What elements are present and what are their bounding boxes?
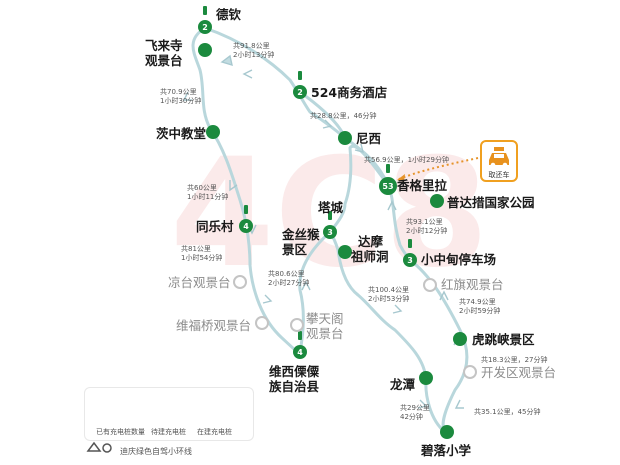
label-tiaoxia: 虎跳峡景区 bbox=[472, 332, 535, 347]
dist-1-km: 共91.8公里 bbox=[233, 42, 270, 50]
label-panbinge-2: 观景台 bbox=[306, 326, 344, 341]
taxi-icon bbox=[489, 147, 509, 168]
station-feilaisi bbox=[198, 43, 212, 57]
label-weixi-2: 族自治县 bbox=[269, 379, 320, 394]
label-cizhong: 茨中教堂 bbox=[156, 126, 207, 141]
station-weixi bbox=[293, 345, 307, 359]
dist-2-time: 1小时30分钟 bbox=[160, 97, 202, 105]
dist-10-km: 共74.9公里 bbox=[459, 298, 496, 306]
label-jinsihou-2: 景区 bbox=[282, 242, 308, 257]
dist-3: 共28.8公里，46分钟 bbox=[310, 112, 377, 120]
station-kaifaqu bbox=[463, 365, 477, 379]
dist-8-time: 2小时27分钟 bbox=[268, 279, 310, 287]
plug-icons bbox=[203, 6, 412, 340]
pickup-box bbox=[480, 140, 518, 182]
station-tiaoxia bbox=[453, 332, 467, 346]
badge-deqin: 2 bbox=[202, 23, 208, 32]
dist-12-time: 42分钟 bbox=[400, 413, 423, 421]
station-shangrila bbox=[379, 177, 397, 195]
station-xiaozhongdian bbox=[403, 253, 417, 267]
label-liangtai: 凉台观景台 bbox=[168, 275, 231, 290]
dist-9-km: 共100.4公里 bbox=[368, 286, 410, 294]
label-shangrila: 香格里拉 bbox=[397, 178, 448, 193]
label-kaifaqu: 开发区观景台 bbox=[481, 365, 557, 380]
label-tonglecun: 同乐村 bbox=[196, 219, 234, 234]
dist-9-time: 2小时53分钟 bbox=[368, 295, 410, 303]
station-panbinge bbox=[290, 318, 304, 332]
station-hotel524 bbox=[293, 85, 307, 99]
dist-7-time: 1小时54分钟 bbox=[181, 254, 223, 262]
dist-12-km: 共29公里 bbox=[400, 404, 430, 412]
station-pudacuo bbox=[430, 194, 444, 208]
dist-6-km: 共93.1公里 bbox=[406, 218, 443, 226]
label-feilaisi-1: 飞来寺 bbox=[145, 38, 183, 53]
station-cizhong bbox=[206, 125, 220, 139]
badge-numbers: 2 2 53 4 3 3 4 bbox=[202, 23, 413, 357]
station-tacheng bbox=[323, 225, 337, 239]
brand-logo-icon bbox=[86, 441, 112, 453]
label-pudacuo: 普达措国家公园 bbox=[447, 195, 535, 210]
dist-1-time: 2小时13分钟 bbox=[233, 51, 275, 59]
dist-6-time: 2小时12分钟 bbox=[406, 227, 448, 235]
badge-tonglecun: 4 bbox=[243, 222, 249, 231]
station-deqin bbox=[198, 20, 212, 34]
pickup-label: 取还车 bbox=[488, 171, 510, 179]
label-hotel524: 524商务酒店 bbox=[311, 85, 388, 100]
badge-tacheng: 3 bbox=[327, 228, 333, 237]
dist-11: 共18.3公里，27分钟 bbox=[481, 356, 548, 364]
station-liangtai bbox=[233, 275, 247, 289]
badge-hotel524: 2 bbox=[297, 88, 303, 97]
label-weifuqiao: 维福桥观景台 bbox=[176, 318, 252, 333]
station-hongqi bbox=[423, 278, 437, 292]
badge-weixi: 4 bbox=[297, 348, 303, 357]
label-deqin: 德钦 bbox=[216, 7, 242, 22]
badge-xiaozhongdian: 3 bbox=[407, 256, 413, 265]
badge-shangrila: 53 bbox=[382, 182, 393, 191]
legend-has-charger: 已有充电桩数量 bbox=[96, 428, 145, 436]
legend-building: 在建充电桩 bbox=[197, 428, 232, 436]
station-biluo bbox=[440, 425, 454, 439]
pickup-arrow-head bbox=[397, 174, 405, 182]
station-nixi bbox=[338, 131, 352, 145]
label-damo-1: 达摩 bbox=[358, 234, 384, 249]
label-hongqi: 红旗观景台 bbox=[441, 277, 504, 292]
dist-5-km: 共60公里 bbox=[187, 184, 217, 192]
station-longtan bbox=[419, 371, 433, 385]
label-biluo: 碧落小学 bbox=[421, 443, 472, 458]
dist-2-km: 共70.9公里 bbox=[160, 88, 197, 96]
dist-8-km: 共80.6公里 bbox=[268, 270, 305, 278]
label-panbinge-1: 攀天阁 bbox=[306, 311, 344, 326]
station-damo bbox=[338, 245, 352, 259]
label-longtan: 龙潭 bbox=[390, 377, 416, 392]
brand-text: 迪庆绿色自驾小环线 bbox=[120, 447, 192, 456]
label-jinsihou-1: 金丝猴 bbox=[282, 227, 320, 242]
legend-planned: 待建充电桩 bbox=[151, 428, 186, 436]
dist-4: 共56.9公里，1小时29分钟 bbox=[364, 156, 449, 164]
dist-5-time: 1小时11分钟 bbox=[187, 193, 229, 201]
legend-box bbox=[84, 387, 254, 441]
label-damo-2: 祖师洞 bbox=[351, 249, 389, 264]
label-weixi-1: 维西傈僳 bbox=[269, 364, 320, 379]
gray-stations bbox=[233, 275, 477, 379]
station-weifuqiao bbox=[255, 316, 269, 330]
dist-7-km: 共81公里 bbox=[181, 245, 211, 253]
label-feilaisi-2: 观景台 bbox=[145, 53, 183, 68]
dist-13: 共35.1公里，45分钟 bbox=[474, 408, 541, 416]
label-xiaozhongdian: 小中甸停车场 bbox=[421, 252, 497, 267]
dist-10-time: 2小时59分钟 bbox=[459, 307, 501, 315]
station-tonglecun bbox=[239, 219, 253, 233]
label-nixi: 尼西 bbox=[356, 131, 382, 146]
label-tacheng: 塔城 bbox=[318, 200, 344, 215]
